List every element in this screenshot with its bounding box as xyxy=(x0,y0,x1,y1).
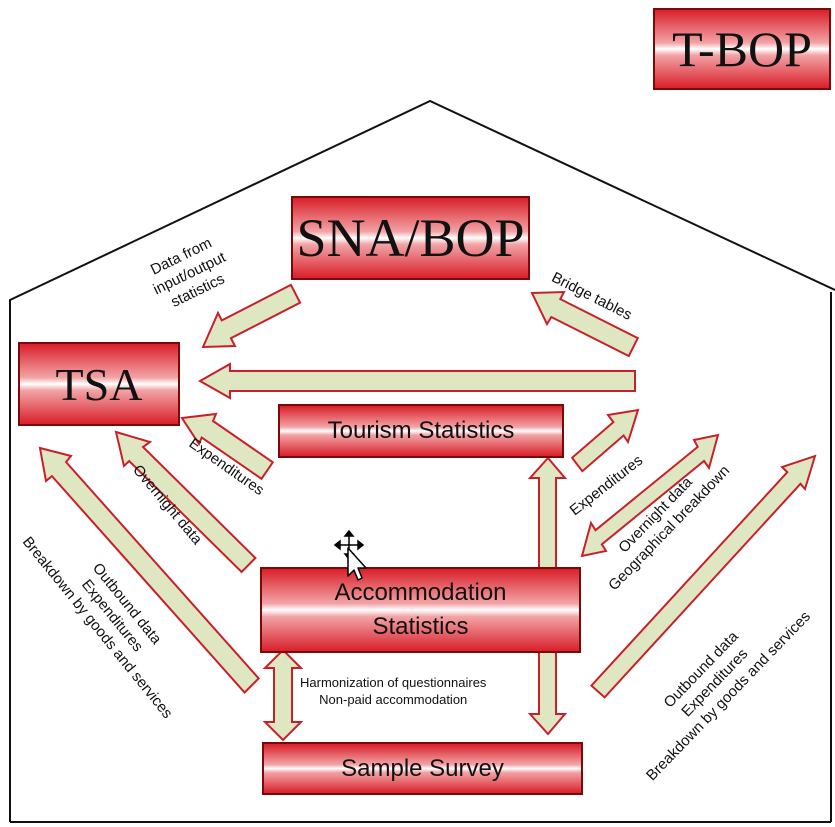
house-outline xyxy=(9,99,835,822)
arrow-accom-sample-left xyxy=(262,648,304,742)
box-accommodation-statistics: Accommodation Statistics xyxy=(260,567,581,653)
label-harmonization-line-1: Harmonization of questionnaires xyxy=(300,675,487,690)
arrow-exp-right xyxy=(570,408,640,473)
arrow-outbound-right xyxy=(589,454,817,699)
label-harmonization: Harmonization of questionnaires Non-paid… xyxy=(300,674,486,708)
label-harmonization-line-2: Non-paid accommodation xyxy=(319,692,468,707)
arrow-bridge-to-sna xyxy=(530,290,640,358)
box-sna-bop-label: SNA/BOP xyxy=(296,208,525,268)
box-tbop: T-BOP xyxy=(653,8,831,90)
arrow-overnight-left-to-tsa xyxy=(114,430,257,574)
arrow-accom-sample-right xyxy=(527,651,568,736)
box-tsa-label: TSA xyxy=(55,358,143,410)
box-sna-bop: SNA/BOP xyxy=(291,196,530,280)
arrow-overnight-right-double xyxy=(580,433,720,558)
arrow-outbound-left-to-tsa xyxy=(38,446,261,694)
box-sample-survey-label: Sample Survey xyxy=(341,754,504,782)
arrow-long-to-tsa xyxy=(197,362,636,400)
box-tbop-label: T-BOP xyxy=(672,21,812,77)
box-tourism-statistics-label: Tourism Statistics xyxy=(327,417,515,444)
box-accommodation-line-2: Statistics xyxy=(372,613,469,640)
box-accommodation-line-1: Accommodation xyxy=(334,579,507,606)
box-tourism-statistics: Tourism Statistics xyxy=(278,404,564,458)
arrow-exp-left-to-tsa xyxy=(180,412,275,481)
box-tsa: TSA xyxy=(18,342,180,426)
move-cursor-icon xyxy=(333,530,367,581)
box-sample-survey: Sample Survey xyxy=(262,742,583,795)
arrow-tour-accom-double xyxy=(527,456,568,577)
arrow-sna-to-tsa xyxy=(201,283,302,349)
